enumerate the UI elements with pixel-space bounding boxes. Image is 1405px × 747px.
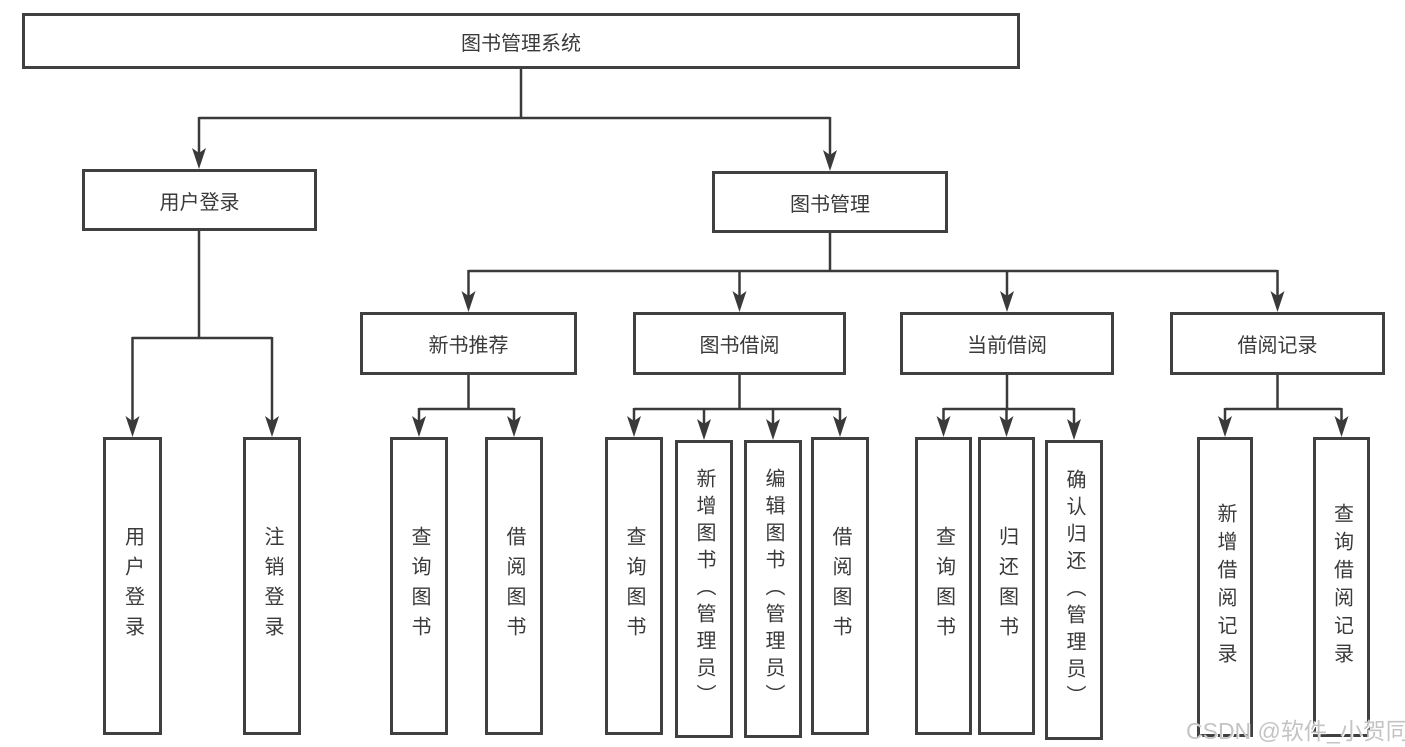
node-book-borrowing: 图书借阅 [633,312,846,375]
node-label: 查询借阅记录 [1330,503,1353,671]
leaf-edit-book-admin: 编辑图书（管理员） [744,440,802,738]
node-label: 新书推荐 [428,335,509,357]
node-label: 图书管理 [790,193,870,216]
node-new-book-recommend: 新书推荐 [360,312,577,375]
node-book-management: 图书管理 [712,171,948,233]
node-user-login-branch: 用户登录 [82,169,317,231]
node-label: 新增借阅记录 [1214,503,1236,671]
leaf-query-borrow-record: 查询借阅记录 [1313,437,1370,737]
leaf-borrow-books-recommend: 借阅图书 [485,437,543,735]
leaf-add-book-admin: 新增图书（管理员） [675,440,733,738]
node-label: 图书管理系统 [461,32,581,55]
node-borrowing-records: 借阅记录 [1170,312,1385,375]
leaf-borrow-books-borrowing: 借阅图书 [811,437,869,735]
leaf-query-books-borrowing: 查询图书 [605,437,663,735]
node-label: 借阅图书 [829,526,851,646]
node-current-borrowing: 当前借阅 [900,312,1114,375]
node-label: 查询图书 [932,526,955,646]
leaf-query-books-current: 查询图书 [915,437,972,735]
node-label: 注销登录 [261,526,283,646]
node-label: 编辑图书（管理员） [762,467,784,711]
node-library-system: 图书管理系统 [22,13,1020,69]
node-label: 图书借阅 [699,335,780,357]
leaf-confirm-return-admin: 确认归还（管理员） [1045,440,1103,740]
node-label: 用户登录 [159,191,240,214]
leaf-query-books-recommend: 查询图书 [390,437,448,735]
node-label: 归还图书 [995,526,1018,646]
node-label: 查询图书 [623,526,645,646]
leaf-user-login: 用户登录 [103,437,162,735]
node-label: 新增图书（管理员） [693,467,715,711]
watermark: CSDN @软件_小贺同学 [1186,718,1405,744]
node-label: 借阅图书 [503,526,525,646]
node-label: 确认归还（管理员） [1063,468,1085,712]
node-label: 当前借阅 [967,335,1047,357]
leaf-return-book: 归还图书 [978,437,1035,735]
node-label: 借阅记录 [1237,335,1318,357]
node-label: 查询图书 [408,526,430,646]
leaf-add-borrow-record: 新增借阅记录 [1197,437,1253,737]
leaf-logout: 注销登录 [243,437,301,735]
node-label: 用户登录 [121,526,144,646]
